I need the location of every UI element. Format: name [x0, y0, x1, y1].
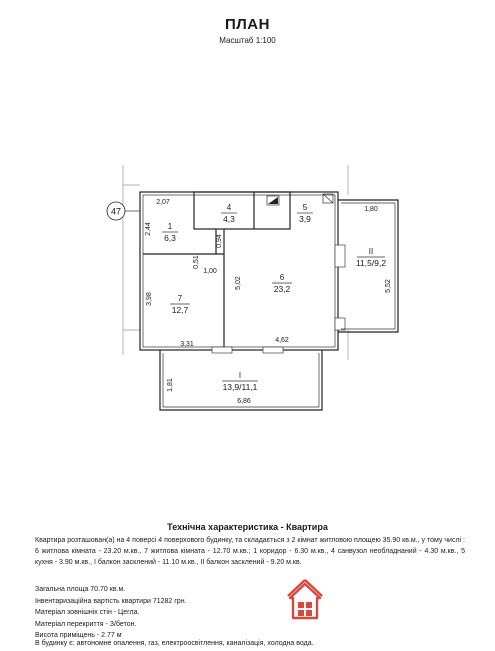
window-east — [334, 244, 346, 268]
room-1-area: 6,3 — [164, 233, 176, 243]
fact-ceiling-height: Висота приміщень - 2.77 м — [35, 632, 122, 639]
balcony-ii-inner — [341, 202, 396, 330]
room-6-number: 6 — [280, 273, 285, 282]
balcony-i-outline — [159, 350, 323, 411]
fact-total-area: Загальна площа 70.70 кв.м. — [35, 586, 126, 593]
room-6-area: 23,2 — [274, 284, 291, 294]
building-number: 47 — [111, 207, 121, 217]
tech-title: Технічна характеристика - Квартира — [167, 522, 328, 532]
tech-description: Квартира розташован(а) на 4 поверсі 4 по… — [35, 537, 465, 566]
dim-room6-width: 4,62 — [275, 337, 289, 344]
room-4-area: 4,3 — [223, 214, 235, 224]
fact-floor-material: Матеріал перекриття - З/бетон. — [35, 620, 137, 628]
dim-corridor-width: 2,07 — [156, 199, 170, 206]
balcony-ii-outline — [338, 199, 399, 333]
apartment-inner-outline — [142, 194, 336, 348]
tech-facts: Загальна площа 70.70 кв.м. Інвентаризаці… — [35, 584, 187, 642]
balcony-ii-number: II — [369, 247, 373, 256]
bath-kitchen-block — [193, 191, 291, 230]
room-5-number: 5 — [303, 203, 308, 212]
sink-fill — [268, 197, 278, 204]
plan-title: ПЛАН — [225, 16, 270, 33]
floor-plan: 47 2,07 2,44 0,94 0,51 1,00 5,02 3,98 3,… — [106, 165, 399, 411]
dim-balcony-ii-width: 1,80 — [364, 206, 378, 213]
plan-scale: Масштаб 1:100 — [219, 36, 276, 45]
fact-wall-material: Матеріал зовнішніх стін - Цегла. — [35, 609, 140, 616]
dim-niche: 0,51 — [193, 255, 200, 269]
dim-balcony-i-length: 6,86 — [237, 398, 251, 405]
dim-niche-width: 1,00 — [203, 268, 217, 275]
dim-corridor-depth: 2,44 — [145, 222, 152, 236]
dim-balcony-ii-length: 5,52 — [385, 279, 392, 293]
house-logo-icon — [287, 579, 323, 620]
room-1-number: 1 — [168, 222, 173, 231]
room-7-number: 7 — [178, 294, 183, 303]
tech-footer: В будинку є: автономне опалення, газ, ел… — [35, 640, 314, 647]
window-south — [262, 346, 284, 354]
balcony-i-number: I — [239, 371, 241, 380]
window-south — [211, 346, 233, 354]
fact-inventory-value: Інвентаризаційна вартість квартири 71282… — [35, 597, 187, 605]
dim-room6-depth: 5,02 — [235, 276, 242, 290]
room-4-number: 4 — [227, 203, 232, 212]
balcony-i-area: 13,9/11,1 — [223, 382, 258, 392]
vent-icon — [322, 193, 334, 204]
dim-room7-width: 3,31 — [180, 341, 194, 348]
balcony-ii-area: 11,5/9,2 — [356, 258, 386, 268]
room-7-area: 12,7 — [172, 305, 189, 315]
balcony-i-inner — [162, 353, 320, 408]
room-5-area: 3,9 — [299, 214, 311, 224]
dim-room7-depth: 3,98 — [146, 292, 153, 306]
sink-icon — [266, 195, 280, 206]
dim-passage: 0,94 — [216, 234, 223, 248]
dim-balcony-i-depth: 1,81 — [167, 378, 174, 392]
window-east-lower — [334, 317, 346, 331]
